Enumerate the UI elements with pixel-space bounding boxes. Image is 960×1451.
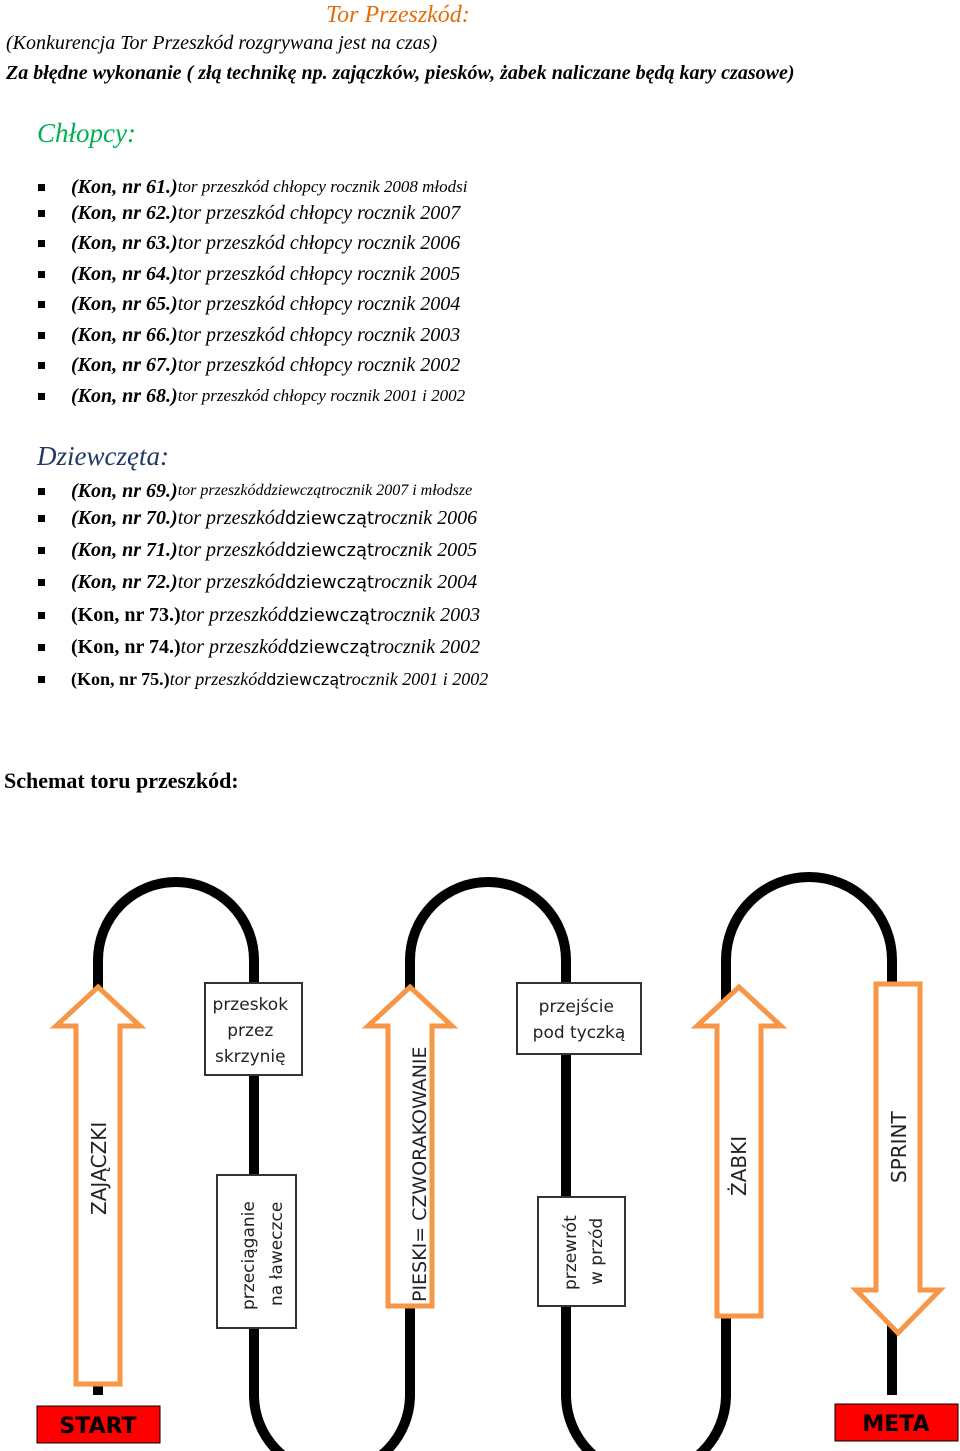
bullet-icon [38, 675, 45, 683]
box3-line2: na ławeczce [267, 1202, 287, 1306]
bullet-icon [38, 239, 45, 247]
list-item: (Kon, nr 69.) tor przeszkód dziewcząt ro… [38, 478, 472, 504]
list-item: (Kon, nr 71.) tor przeszkód dziewcząt ro… [38, 537, 477, 563]
list-item: (Kon, nr 61.) tor przeszkód chłopcy rocz… [38, 174, 467, 200]
obstacle-box-tyczka [516, 982, 642, 1055]
list-item: (Kon, nr 62.) tor przeszkód chłopcy rocz… [38, 200, 460, 226]
list-item: (Kon, nr 70.) tor przeszkód dziewcząt ro… [38, 505, 477, 531]
subtitle-note: (Konkurencja Tor Przeszkód rozgrywana je… [6, 32, 438, 54]
arrow-label-zajaczki: ZAJĄCZKI [87, 1122, 111, 1215]
bullet-icon [38, 331, 45, 339]
box4-line1: przewrót [561, 1215, 581, 1290]
start-box [36, 1405, 161, 1444]
bullet-icon [38, 270, 45, 278]
boys-heading: Chłopcy: [37, 118, 136, 148]
box4-line2: w przód [587, 1218, 607, 1285]
page-title: Tor Przeszkód: [326, 2, 470, 28]
arrow-down-4 [850, 981, 946, 1337]
penalty-note: Za błędne wykonanie ( złą technikę np. z… [6, 62, 795, 84]
list-item: (Kon, nr 63.) tor przeszkód chłopcy rocz… [38, 230, 460, 256]
track-path [93, 872, 897, 1451]
list-item: (Kon, nr 72.) tor przeszkód dziewcząt ro… [38, 569, 477, 595]
box3-line1: przeciąganie [239, 1201, 259, 1310]
svg-text:przeskok przez skrzyni: przeskok przez skrzynię przejście pod ty… [213, 995, 626, 1067]
bullet-icon [38, 392, 45, 400]
bullet-icon [38, 578, 45, 586]
box2-line2: pod tyczką [533, 1023, 626, 1043]
obstacle-box-przewrot [537, 1196, 626, 1307]
start-label: START [59, 1414, 136, 1439]
box1-line2: przez [227, 1021, 273, 1041]
meta-label: META [862, 1412, 929, 1437]
schema-heading: Schemat toru przeszkód: [4, 768, 239, 793]
bullet-icon [38, 183, 45, 191]
box1-line1: przeskok [213, 995, 289, 1015]
list-item: (Kon, nr 75.) tor przeszkód dziewcząt ro… [38, 666, 488, 692]
arrow-up-3 [690, 983, 788, 1319]
bullet-icon [38, 300, 45, 308]
list-item: (Kon, nr 64.) tor przeszkód chłopcy rocz… [38, 261, 460, 287]
box2-line1: przejście [539, 997, 614, 1017]
bullet-icon [38, 514, 45, 522]
arrow-label-zabki: ŻABKI [727, 1136, 751, 1196]
bullet-icon [38, 611, 45, 619]
box1-line3: skrzynię [215, 1047, 286, 1067]
arrow-label-sprint: SPRINT [887, 1110, 911, 1183]
meta-box [834, 1403, 959, 1442]
obstacle-box-skrzynia [204, 982, 303, 1076]
list-item: (Kon, nr 68.) tor przeszkód chłopcy rocz… [38, 383, 465, 409]
obstacle-box-laweczka [216, 1174, 297, 1329]
list-item: (Kon, nr 67.) tor przeszkód chłopcy rocz… [38, 352, 460, 378]
list-item: (Kon, nr 66.) tor przeszkód chłopcy rocz… [38, 322, 460, 348]
bullet-icon [38, 643, 45, 651]
arrow-label-pieski: PIESKI= CZWORAKOWANIE [409, 1046, 431, 1302]
list-item: (Kon, nr 73.) tor przeszkód dziewcząt ro… [38, 602, 480, 628]
arrow-up-2 [361, 983, 459, 1309]
bullet-icon [38, 546, 45, 554]
girls-heading: Dziewczęta: [37, 441, 169, 471]
bullet-icon [38, 209, 45, 217]
list-item: (Kon, nr 65.) tor przeszkód chłopcy rocz… [38, 291, 460, 317]
bullet-icon [38, 361, 45, 369]
bullet-icon [38, 487, 45, 495]
arrow-up-1 [49, 983, 147, 1387]
list-item: (Kon, nr 74.) tor przeszkód dziewcząt ro… [38, 634, 480, 660]
